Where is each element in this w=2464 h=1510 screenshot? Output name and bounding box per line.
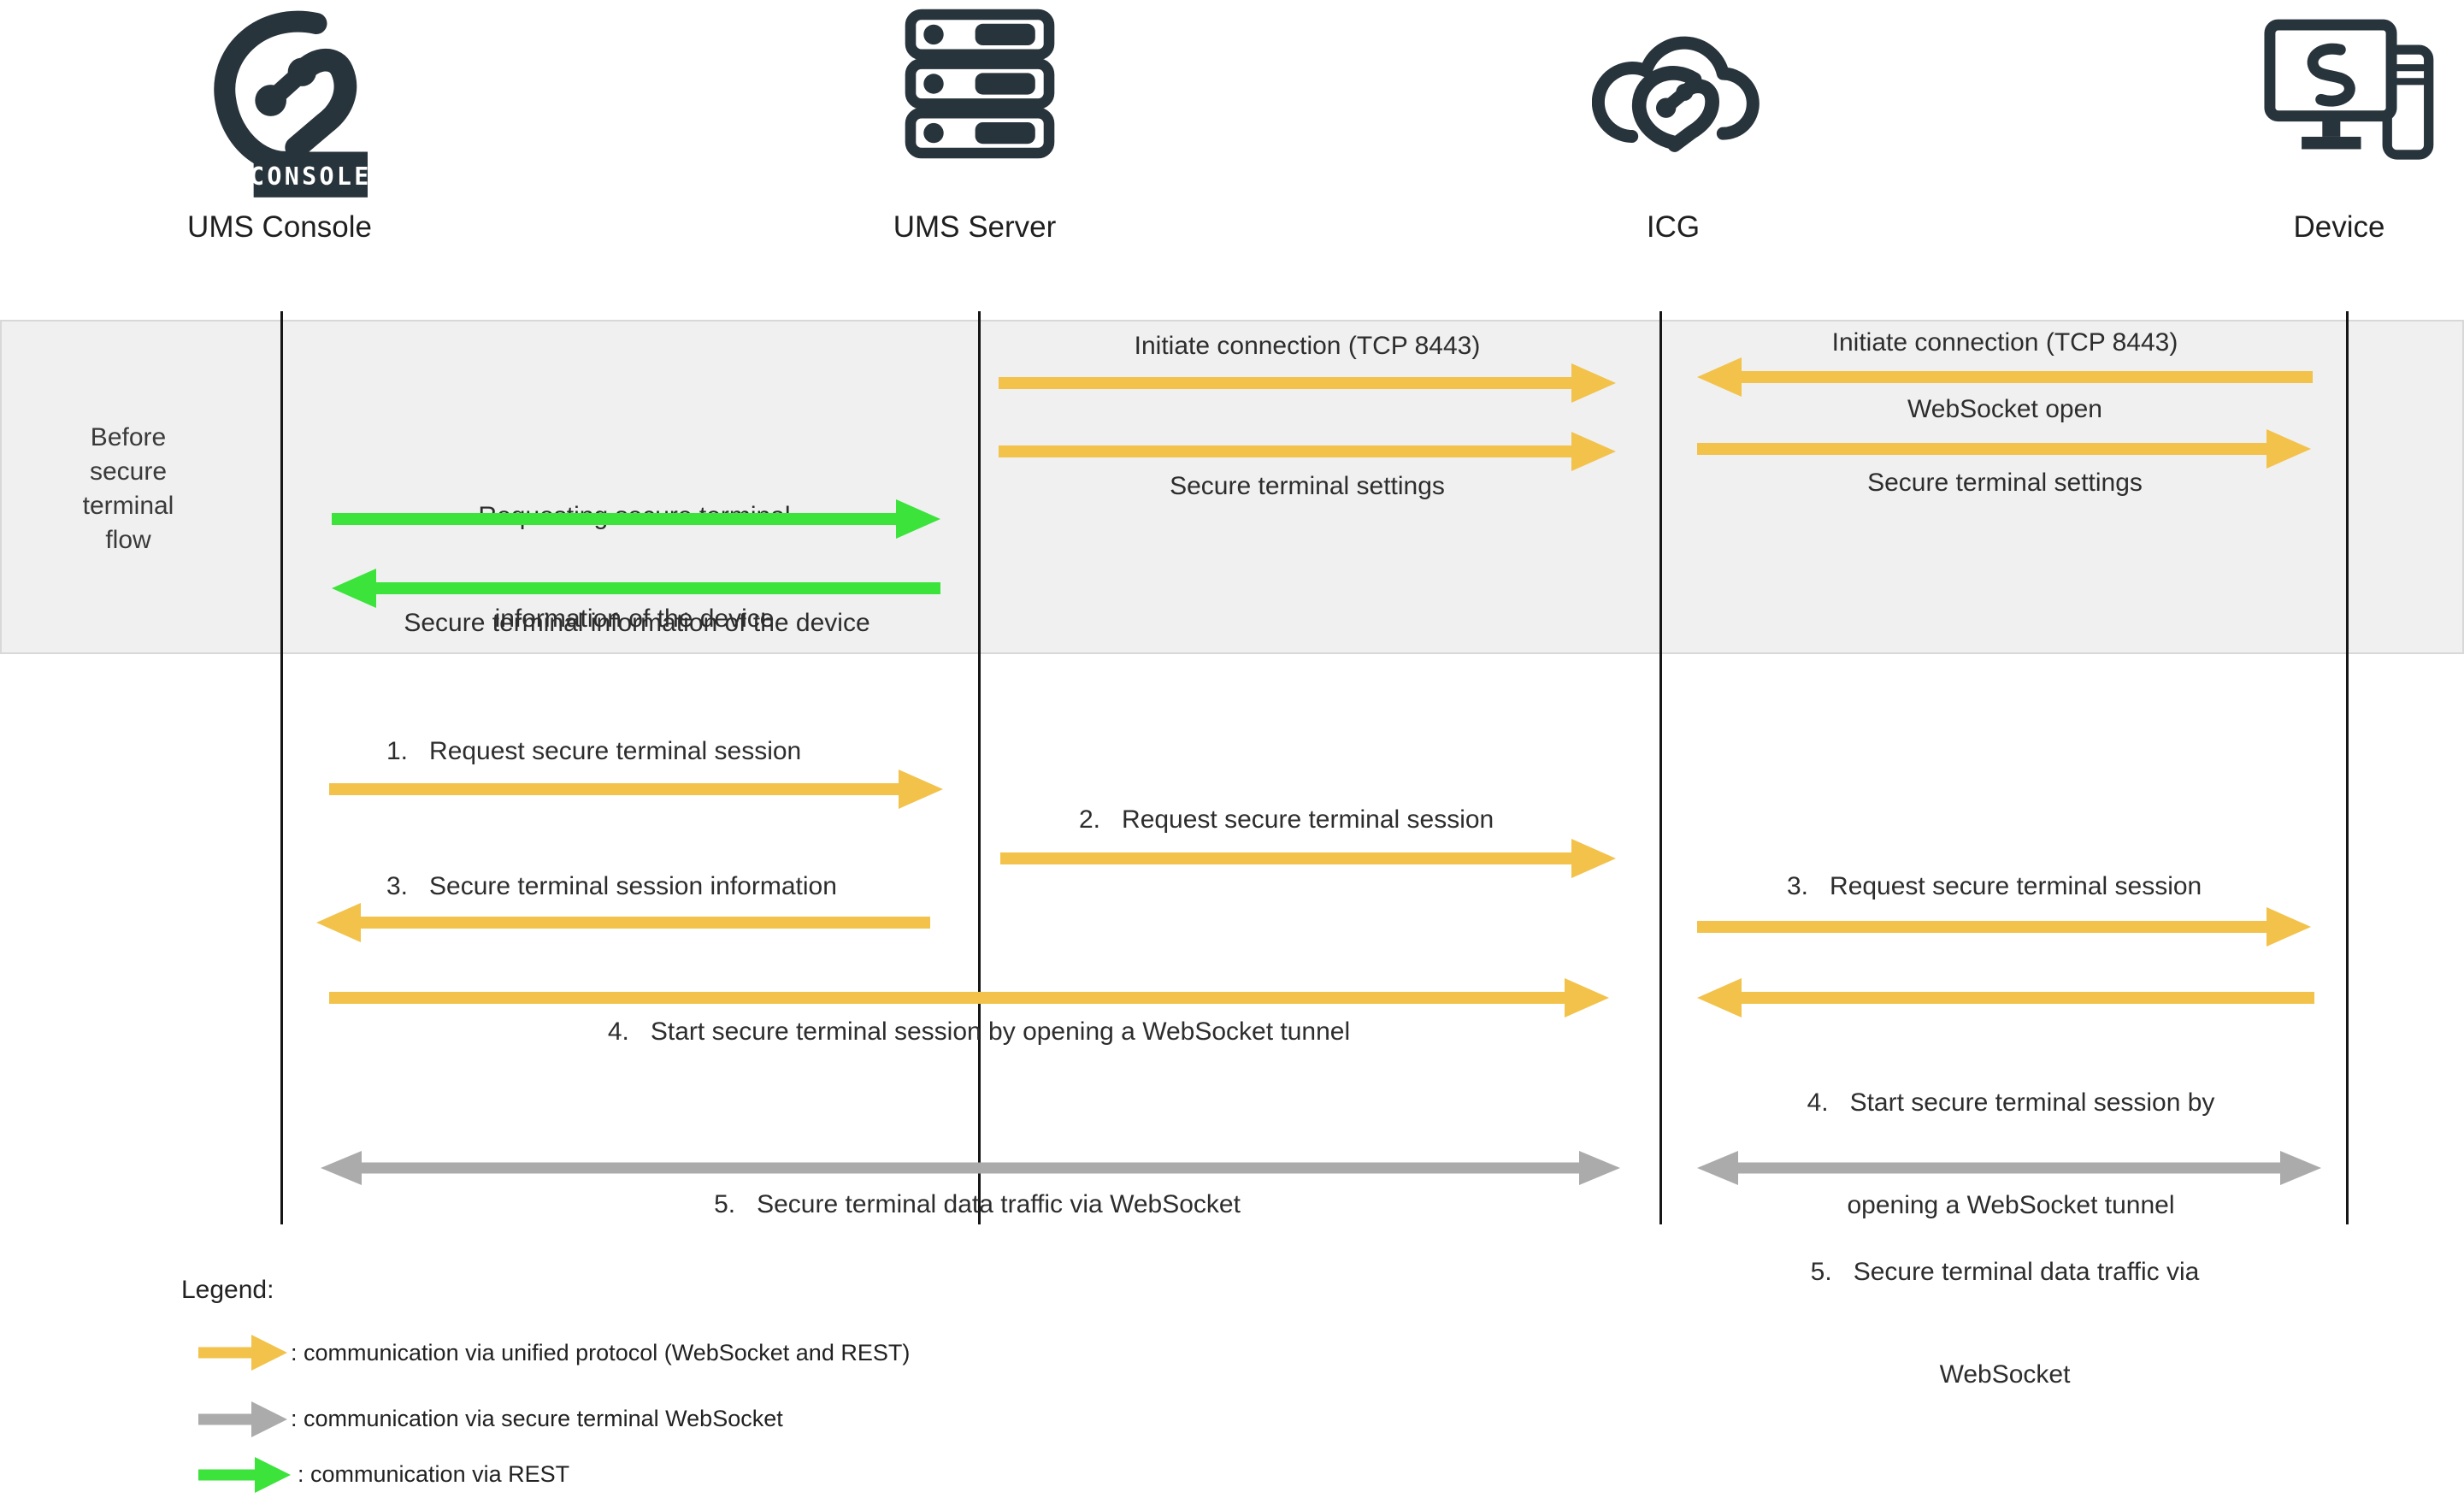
arrow-step1-request-session — [329, 770, 943, 809]
arrow-initiate-connection-device-icg — [1697, 357, 2313, 397]
label-step4: 4. Start secure terminal session by open… — [607, 1017, 1351, 1046]
legend-secure-terminal-websocket-label: : communication via secure terminal WebS… — [291, 1406, 783, 1431]
device-icon — [2259, 14, 2438, 166]
arrow-requesting-secure-terminal-info — [332, 499, 940, 539]
arrow-step3-request-session-icg-device — [1697, 907, 2311, 947]
ums-console-logo-icon: CONSOLE — [205, 9, 376, 209]
arrow-step4-open-websocket-tunnel — [329, 978, 1609, 1017]
arrow-secure-terminal-info-response — [332, 569, 940, 608]
arrow-step4-open-websocket-tunnel-device-icg — [1697, 978, 2314, 1017]
arrow-step3-session-information — [316, 903, 930, 942]
arrow-initiate-connection-server-icg — [999, 363, 1616, 403]
legend-unified-protocol-arrow — [198, 1335, 287, 1371]
arrow-step2-request-session — [1000, 839, 1616, 878]
console-banner-text: CONSOLE — [250, 162, 372, 191]
band-label: Before secure terminal flow — [82, 423, 174, 554]
label-step5-right: 5. Secure terminal data traffic via WebS… — [1810, 1258, 2200, 1389]
label-step3-session-information: 3. Secure terminal session information — [386, 872, 837, 900]
arrow-secure-terminal-settings-server-icg — [999, 432, 1616, 471]
label-websocket-open: WebSocket open — [1907, 395, 2102, 423]
legend-secure-terminal-websocket-arrow — [198, 1401, 287, 1437]
legend-rest-label: : communication via REST — [298, 1461, 570, 1487]
legend-title: Legend: — [181, 1276, 274, 1304]
label-step2: 2. Request secure terminal session — [1079, 805, 1494, 834]
entity-label-ums-console: UMS Console — [187, 210, 372, 244]
entity-label-device: Device — [2293, 210, 2385, 244]
lifeline-ums-console — [280, 311, 283, 1224]
arrow-step5-data-traffic-icg-device — [1697, 1151, 2321, 1185]
label-secure-terminal-settings-icg-device: Secure terminal settings — [1867, 469, 2143, 497]
label-step5: 5. Secure terminal data traffic via WebS… — [714, 1190, 1241, 1218]
label-initiate-connection-server-icg: Initiate connection (TCP 8443) — [1134, 332, 1481, 360]
label-initiate-connection-device-icg: Initiate connection (TCP 8443) — [1831, 328, 2178, 357]
legend-rest-arrow — [198, 1457, 291, 1493]
label-step1: 1. Request secure terminal session — [386, 737, 802, 765]
label-secure-terminal-settings-server-icg: Secure terminal settings — [1170, 472, 1445, 500]
entity-label-ums-server: UMS Server — [893, 210, 1057, 244]
lifeline-icg — [1659, 311, 1662, 1224]
ums-server-icon — [903, 7, 1057, 161]
lifeline-ums-server — [978, 311, 981, 1224]
arrow-step5-data-traffic-console-icg — [321, 1151, 1620, 1185]
icg-cloud-icon — [1592, 10, 1763, 168]
lifeline-device — [2346, 311, 2349, 1224]
label-step4-right: 4. Start secure terminal session by open… — [1807, 1088, 2215, 1219]
entity-label-icg: ICG — [1646, 210, 1701, 244]
arrow-websocket-open-icg-device — [1697, 429, 2311, 469]
legend-unified-protocol-label: : communication via unified protocol (We… — [291, 1340, 911, 1365]
label-requesting-secure-terminal-info: Requesting secure terminal information o… — [478, 502, 790, 633]
label-secure-terminal-info-of-device: Secure terminal information of the devic… — [404, 609, 870, 637]
label-step3-request-session-icg-device: 3. Request secure terminal session — [1787, 872, 2202, 900]
